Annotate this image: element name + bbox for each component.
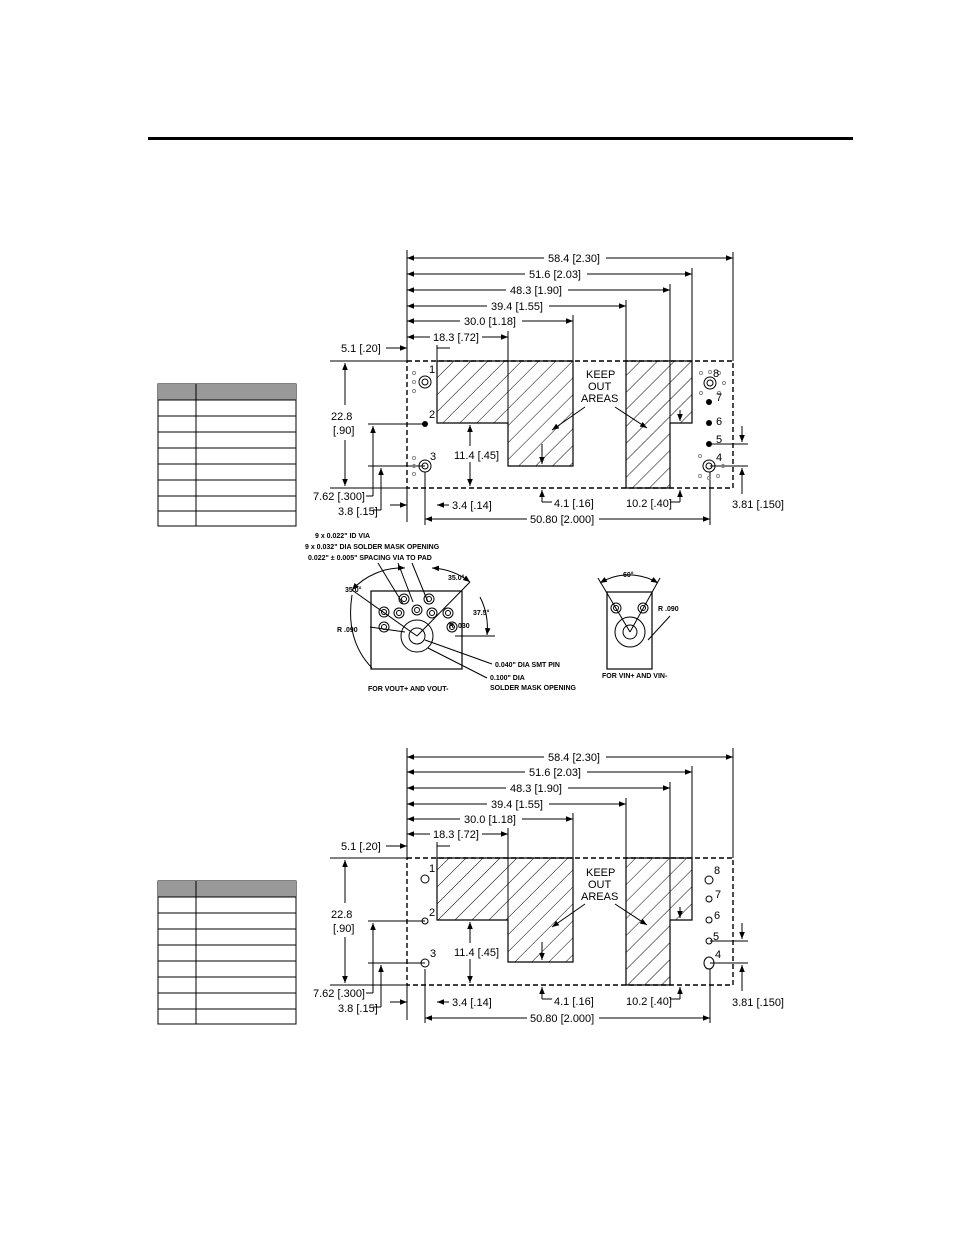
caption-vin: FOR VIN+ AND VIN-: [602, 673, 668, 680]
keepout-area-right-bottom: [625, 857, 693, 986]
svg-text:5: 5: [716, 434, 722, 446]
dim-18-3: 18.3 [.72]: [433, 332, 479, 344]
radius-030: R .030: [449, 623, 470, 630]
dim-7-62-bottom: 7.62 [.300]: [313, 988, 365, 1000]
dim-39-4-bottom: 39.4 [1.55]: [491, 799, 543, 811]
pin-8: 8: [698, 368, 727, 396]
svg-text:5: 5: [713, 931, 719, 943]
pin-2: 2: [422, 409, 435, 427]
pin-table-top: [157, 383, 297, 527]
pad-detail-vout: 9 x 0.022" ID VIA 9 x 0.032" DIA SOLDER …: [305, 533, 577, 693]
svg-text:4: 4: [716, 452, 722, 464]
caption-vout: FOR VOUT+ AND VOUT-: [368, 686, 449, 693]
pin-5: 5: [706, 434, 722, 447]
note-mask-dia: 0.100" DIA: [490, 675, 525, 682]
dim-51-6: 51.6 [2.03]: [529, 269, 581, 281]
pin-6: 6: [706, 416, 722, 428]
footprint-bottom: 58.4 [2.30] 51.6 [2.03] 48.3 [1.90] 39.4…: [313, 748, 784, 1025]
pin-1-bottom: 1: [420, 863, 435, 884]
dim-3-4-bottom: 3.4 [.14]: [452, 997, 492, 1009]
pin-1: 1: [411, 364, 435, 394]
svg-text:2: 2: [429, 907, 435, 919]
dim-4-1: 4.1 [.16]: [554, 498, 594, 510]
angle-60: 60°: [623, 571, 634, 579]
dim-30-0: 30.0 [1.18]: [464, 316, 516, 328]
dim-58-4: 58.4 [2.30]: [548, 253, 600, 265]
pin-2-bottom: 2: [421, 907, 435, 925]
pin-4: 4: [697, 452, 726, 481]
header-rule: [148, 137, 853, 140]
svg-text:3: 3: [430, 451, 436, 463]
keepout-area-right: [625, 360, 693, 489]
keepout-label-line3: AREAS: [581, 393, 618, 405]
svg-text:7: 7: [716, 392, 722, 404]
angle-37-5: 37.5°: [473, 609, 490, 617]
dim-51-6-bottom: 51.6 [2.03]: [529, 767, 581, 779]
svg-text:3: 3: [430, 948, 436, 960]
pin-4-bottom: 4: [703, 949, 721, 970]
dim-11-4-bottom: 11.4 [.45]: [454, 947, 499, 959]
angle-35-left: 35.0°: [345, 586, 362, 594]
dim-4-1-bottom: 4.1 [.16]: [554, 996, 594, 1008]
dim-10-2-bottom: 10.2 [.40]: [626, 996, 672, 1008]
pad-detail-vin: 60° R .090 FOR VIN+ AND VIN-: [597, 571, 679, 680]
dim-22-8-inch: [.90]: [333, 425, 354, 437]
svg-text:7: 7: [715, 889, 721, 901]
dim-58-4-bottom: 58.4 [2.30]: [548, 752, 600, 764]
dim-48-3-bottom: 48.3 [1.90]: [510, 783, 562, 795]
dim-3-4: 3.4 [.14]: [452, 500, 492, 512]
dim-39-4: 39.4 [1.55]: [491, 301, 543, 313]
note-smt-pin: 0.040" DIA SMT PIN: [495, 662, 560, 669]
keepout-label-line2-bottom: OUT: [588, 879, 612, 891]
pin-table-bottom: [157, 880, 297, 1025]
svg-text:8: 8: [714, 865, 720, 877]
dim-3-81-bottom: 3.81 [.150]: [732, 997, 784, 1009]
note-via: 9 x 0.022" ID VIA: [315, 533, 370, 540]
dim-3-8-bottom: 3.8 [.15]: [338, 1003, 378, 1015]
svg-text:1: 1: [429, 863, 435, 875]
angle-35-right: 35.0°: [448, 574, 465, 582]
footprint-top: 58.4 [2.30] 51.6 [2.03] 48.3 [1.90] 39.4…: [313, 250, 784, 526]
pin-7: 7: [706, 392, 722, 405]
dim-11-4: 11.4 [.45]: [454, 450, 499, 462]
svg-text:6: 6: [714, 910, 720, 922]
note-mask-opening: SOLDER MASK OPENING: [490, 685, 577, 692]
dim-3-81: 3.81 [.150]: [732, 499, 784, 511]
dim-48-3: 48.3 [1.90]: [510, 285, 562, 297]
dim-3-8: 3.8 [.15]: [338, 506, 378, 518]
pin-5-bottom: 5: [705, 931, 719, 945]
dim-22-8-inch-bottom: [.90]: [333, 923, 354, 935]
note-mask: 9 x 0.032" DIA SOLDER MASK OPENING: [305, 544, 440, 551]
svg-text:2: 2: [429, 409, 435, 421]
svg-text:6: 6: [716, 416, 722, 428]
dim-5-1: 5.1 [.20]: [341, 343, 381, 355]
pin-8-bottom: 8: [704, 865, 720, 885]
dim-50-80-bottom: 50.80 [2.000]: [530, 1013, 594, 1025]
keepout-label-line2: OUT: [588, 381, 612, 393]
pin-7-bottom: 7: [705, 889, 721, 903]
svg-text:4: 4: [715, 949, 721, 961]
keepout-label-line1: KEEP: [586, 369, 615, 381]
dim-50-80: 50.80 [2.000]: [530, 514, 594, 526]
keepout-label-line1-bottom: KEEP: [586, 867, 615, 879]
pin-6-bottom: 6: [705, 910, 720, 924]
note-spacing: 0.022" ± 0.005" SPACING VIA TO PAD: [308, 555, 432, 562]
pin-3: 3: [411, 451, 436, 477]
radius-090-left: R .090: [337, 627, 358, 634]
dim-5-1-bottom: 5.1 [.20]: [341, 841, 381, 853]
dim-30-0-bottom: 30.0 [1.18]: [464, 814, 516, 826]
dim-22-8: 22.8: [331, 411, 352, 423]
radius-090-right: R .090: [658, 606, 679, 613]
dim-18-3-bottom: 18.3 [.72]: [433, 829, 479, 841]
keepout-label-line3-bottom: AREAS: [581, 891, 618, 903]
dim-22-8-bottom: 22.8: [331, 909, 352, 921]
svg-text:1: 1: [429, 364, 435, 376]
dim-7-62: 7.62 [.300]: [313, 491, 365, 503]
pin-3-bottom: 3: [420, 948, 436, 968]
svg-text:8: 8: [713, 368, 719, 380]
dim-10-2: 10.2 [.40]: [626, 498, 672, 510]
